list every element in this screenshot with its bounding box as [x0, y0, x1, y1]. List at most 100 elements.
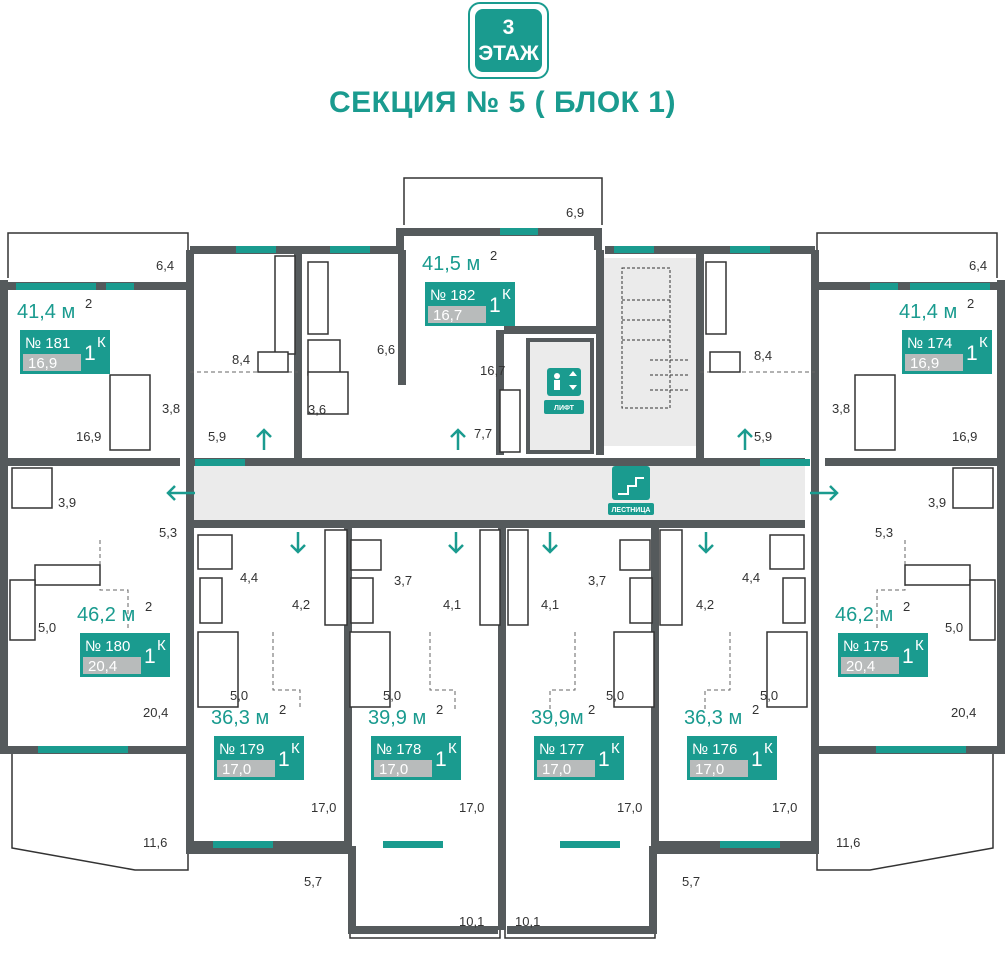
room-dimension: 3,8	[162, 401, 180, 416]
room-dimension: 5,0	[945, 620, 963, 635]
room-dimension: 5,7	[304, 874, 322, 889]
room-dimension: 5,0	[606, 688, 624, 703]
apartment-number: № 178	[376, 741, 421, 758]
room-dimension: 8,4	[232, 352, 250, 367]
room-count: 1	[751, 748, 763, 771]
apartment-number: № 180	[85, 638, 130, 655]
room-type: К	[291, 740, 300, 757]
apartment-area: 41,5 м	[422, 253, 480, 275]
room-dimension: 10,1	[515, 914, 540, 929]
room-dimension: 17,0	[617, 800, 642, 815]
apartment-number: № 176	[692, 741, 737, 758]
living-area: 17,0	[695, 761, 724, 778]
room-dimension: 17,0	[772, 800, 797, 815]
living-area-box	[217, 760, 275, 777]
walls	[0, 228, 1005, 934]
room-dimension: 3,6	[308, 402, 326, 417]
room-partitions	[99, 371, 906, 710]
living-area-box	[905, 354, 963, 371]
room-dimension: 11,6	[143, 835, 167, 850]
room-count: 1	[144, 645, 156, 668]
room-type: К	[979, 334, 988, 351]
lift-icon: ЛИФТ	[544, 368, 584, 414]
windows	[16, 228, 990, 848]
apartment-area: 39,9м	[531, 707, 584, 729]
room-type: К	[448, 740, 457, 757]
room-dimension: 8,4	[754, 348, 772, 363]
room-dimension: 4,1	[541, 597, 559, 612]
apartment-number: № 182	[430, 287, 475, 304]
apartment-area: 36,3 м	[684, 707, 742, 729]
area-unit-sup: 2	[752, 702, 759, 717]
room-type: К	[915, 637, 924, 654]
living-area: 17,0	[542, 761, 571, 778]
room-dimension: 17,0	[459, 800, 484, 815]
room-count: 1	[278, 748, 290, 771]
living-area-box	[690, 760, 748, 777]
room-count: 1	[435, 748, 447, 771]
room-dimension: 5,0	[760, 688, 778, 703]
stairwell	[600, 258, 700, 446]
apartment-number: № 175	[843, 638, 888, 655]
corridor	[193, 462, 805, 524]
room-dimension: 5,7	[682, 874, 700, 889]
lift-label: ЛИФТ	[554, 405, 575, 412]
room-count: 1	[598, 748, 610, 771]
living-area: 20,4	[88, 658, 117, 675]
room-dimension: 16,9	[76, 429, 101, 444]
room-dimension: 6,6	[377, 342, 395, 357]
room-dimension: 4,1	[443, 597, 461, 612]
apartment-area: 39,9 м	[368, 707, 426, 729]
floor-number: 3	[502, 16, 515, 39]
room-dimension: 20,4	[951, 705, 976, 720]
room-dimension: 4,4	[240, 570, 258, 585]
apartment-number: № 179	[219, 741, 264, 758]
living-area: 16,7	[433, 307, 462, 324]
room-count: 1	[84, 342, 96, 365]
apartment-area: 41,4 м	[899, 301, 957, 323]
room-type: К	[97, 334, 106, 351]
area-unit-sup: 2	[490, 248, 497, 263]
apartment-area: 41,4 м	[17, 301, 75, 323]
living-area: 20,4	[846, 658, 875, 675]
room-count: 1	[489, 294, 501, 317]
room-dimension: 4,2	[292, 597, 310, 612]
stairs-steps	[621, 267, 690, 409]
room-dimension: 6,4	[156, 258, 174, 273]
room-dimension: 20,4	[143, 705, 168, 720]
room-dimension: 16,7	[480, 363, 505, 378]
room-dimension: 3,7	[588, 573, 606, 588]
living-area-box	[23, 354, 81, 371]
floor-badge: 3 ЭТАЖ	[468, 2, 549, 79]
area-unit-sup: 2	[903, 599, 910, 614]
room-dimension: 6,4	[969, 258, 987, 273]
room-dimension: 17,0	[311, 800, 336, 815]
room-count: 1	[902, 645, 914, 668]
living-area-box	[841, 657, 899, 674]
section-title: СЕКЦИЯ № 5 ( БЛОК 1)	[328, 86, 676, 119]
living-area-box	[374, 760, 432, 777]
room-dimension: 5,9	[208, 429, 226, 444]
room-dimension: 5,0	[383, 688, 401, 703]
room-dimension: 5,3	[875, 525, 893, 540]
apartment-area: 36,3 м	[211, 707, 269, 729]
room-dimension: 3,7	[394, 573, 412, 588]
room-dimension: 5,9	[754, 429, 772, 444]
apartment-area: 46,2 м	[835, 604, 893, 626]
area-unit-sup: 2	[588, 702, 595, 717]
room-type: К	[502, 286, 511, 303]
living-area-box	[83, 657, 141, 674]
living-area: 17,0	[222, 761, 251, 778]
living-area-box	[428, 306, 486, 323]
